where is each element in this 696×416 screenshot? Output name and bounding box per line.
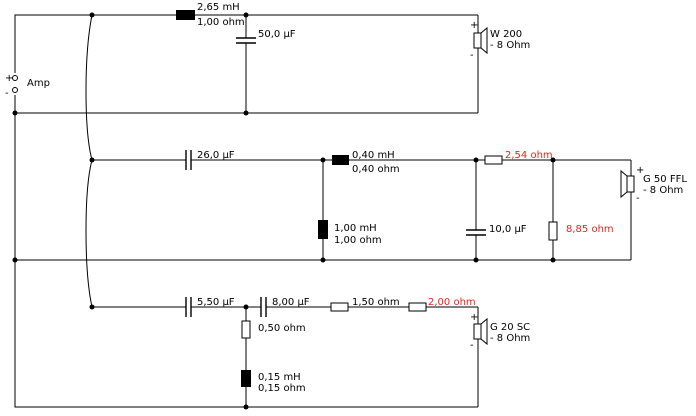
tweeter-resistor-r1[interactable]	[330, 302, 349, 312]
mid-c2-value: 10,0 µF	[489, 224, 527, 235]
woofer-l1-resistance: 1,00 ohm	[197, 17, 245, 28]
mid-l2-value: 1,00 mH	[334, 223, 377, 234]
tweeter-r2-value: 2,00 ohm	[428, 297, 476, 308]
speaker-icon[interactable]	[473, 26, 488, 55]
tweeter-speaker-minus: -	[470, 340, 474, 351]
mid-resistor-r1[interactable]	[484, 155, 503, 165]
tweeter-c1-value: 5,50 µF	[197, 297, 235, 308]
tweeter-speaker-name: G 20 SC	[490, 322, 530, 333]
amp-plus-label: +	[5, 73, 13, 84]
tweeter-r3-value: 0,50 ohm	[258, 323, 306, 334]
tweeter-resistor-r2[interactable]	[408, 302, 427, 312]
tweeter-inductor-l1[interactable]	[241, 370, 251, 387]
tweeter-l1-value: 0,15 mH	[258, 372, 301, 383]
tweeter-branch: 5,50 µF 8,00 µF 1,50 ohm 2,00 ohm 0,50 o…	[92, 297, 530, 408]
tweeter-r1-value: 1,50 ohm	[352, 297, 400, 308]
mid-inductor-l2[interactable]	[318, 220, 328, 239]
amp-plus-terminal[interactable]	[12, 75, 18, 81]
mid-resistor-r2[interactable]	[548, 221, 558, 241]
mid-r1-value: 2,54 ohm	[505, 150, 553, 161]
woofer-branch: 2,65 mH 1,00 ohm 50,0 µF + - W 200 - 8 O…	[15, 2, 530, 114]
tweeter-l1-resistance: 0,15 ohm	[258, 383, 306, 394]
mid-speaker-minus: -	[636, 193, 640, 204]
amp-minus-terminal[interactable]	[12, 87, 18, 93]
woofer-c1-value: 50,0 µF	[258, 29, 296, 40]
woofer-inductor-l1[interactable]	[176, 10, 195, 20]
mid-l1-resistance: 0,40 ohm	[352, 164, 400, 175]
speaker-icon[interactable]	[473, 317, 488, 346]
mid-inductor-l1[interactable]	[332, 155, 349, 165]
tweeter-speaker-plus: +	[470, 312, 478, 323]
woofer-speaker-plus: +	[470, 20, 478, 31]
speaker-icon[interactable]	[620, 169, 635, 199]
tweeter-c2-value: 8,00 µF	[272, 297, 310, 308]
woofer-l1-value: 2,65 mH	[197, 2, 240, 13]
amp-minus-label: -	[5, 88, 9, 99]
woofer-speaker-name: W 200	[490, 29, 522, 40]
woofer-speaker-minus: -	[470, 50, 474, 61]
mid-speaker-name: G 50 FFL	[643, 174, 687, 185]
tweeter-speaker-impedance: - 8 Ohm	[490, 333, 530, 344]
mid-speaker-plus: +	[636, 165, 644, 176]
mid-speaker-impedance: - 8 Ohm	[643, 185, 683, 196]
mid-c1-value: 26,0 µF	[197, 150, 235, 161]
junction-dots	[12, 12, 556, 410]
mid-l1-value: 0,40 mH	[352, 150, 395, 161]
amp-input: + - Amp	[5, 14, 244, 408]
mid-r2-value: 8,85 ohm	[566, 224, 614, 235]
mid-l2-resistance: 1,00 ohm	[334, 235, 382, 246]
mid-branch: 26,0 µF 0,40 mH 0,40 ohm 1,00 mH 1,00 oh…	[15, 150, 687, 261]
tweeter-resistor-r3[interactable]	[241, 320, 251, 339]
woofer-speaker-impedance: - 8 Ohm	[490, 40, 530, 51]
amp-label: Amp	[27, 78, 50, 89]
